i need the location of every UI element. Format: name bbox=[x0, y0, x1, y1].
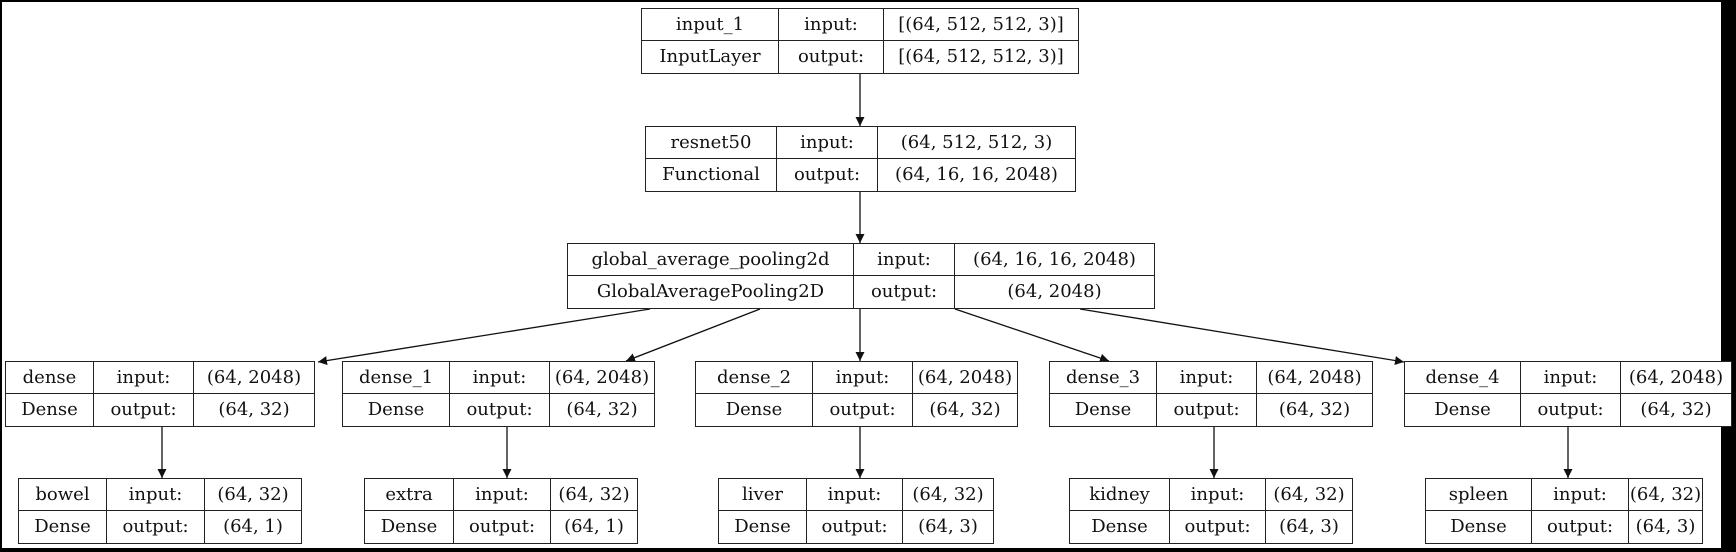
input-shape: (64, 512, 512, 3) bbox=[878, 127, 1075, 159]
output-shape: (64, 16, 16, 2048) bbox=[895, 164, 1058, 185]
output-label: output: bbox=[777, 159, 878, 191]
output-shape: (64, 3) bbox=[1635, 516, 1696, 537]
input-shape: (64, 32) bbox=[205, 479, 301, 511]
layer-name: dense_1 bbox=[343, 362, 450, 394]
input-shape: (64, 16, 16, 2048) bbox=[955, 244, 1154, 276]
output-shape: (64, 3) bbox=[1279, 516, 1339, 537]
layer-name: dense_2 bbox=[696, 362, 813, 394]
input-label: input: bbox=[779, 9, 884, 41]
output-label: output: bbox=[1170, 511, 1266, 543]
output-shape: (64, 32) bbox=[218, 399, 290, 420]
layer-type: Dense bbox=[19, 511, 107, 543]
layer-type: Dense bbox=[696, 394, 813, 426]
layer-name: dense_4 bbox=[1405, 362, 1521, 394]
layer-name: bowel bbox=[19, 479, 107, 511]
output-shape: (64, 3) bbox=[918, 516, 978, 537]
layer-name: resnet50 bbox=[646, 127, 777, 159]
output-shape: (64, 32) bbox=[1640, 399, 1712, 420]
input-shape: (64, 32) bbox=[1629, 479, 1702, 511]
layer-name: dense_3 bbox=[1050, 362, 1157, 394]
edge-gap-to-dense bbox=[317, 308, 651, 366]
input-label: input: bbox=[807, 479, 903, 511]
input-shape: (64, 32) bbox=[551, 479, 637, 511]
layer-name: extra bbox=[365, 479, 454, 511]
input-label: input: bbox=[107, 479, 205, 511]
layer-type: Functional bbox=[646, 159, 777, 191]
input-shape: (64, 2048) bbox=[913, 362, 1017, 394]
output-label: output: bbox=[450, 394, 550, 426]
input-label: input: bbox=[454, 479, 551, 511]
input-label: input: bbox=[813, 362, 913, 394]
layer-type: GlobalAveragePooling2D bbox=[568, 276, 854, 308]
layer-type: Dense bbox=[365, 511, 454, 543]
layer-name: dense bbox=[6, 362, 94, 394]
layer-name: global_average_pooling2d bbox=[568, 244, 854, 276]
layer-name: spleen bbox=[1426, 479, 1532, 511]
output-shape: (64, 32) bbox=[1278, 399, 1351, 420]
edge-gap-to-dense-1 bbox=[625, 308, 761, 362]
output-label: output: bbox=[1532, 511, 1629, 543]
input-shape: (64, 32) bbox=[1266, 479, 1352, 511]
output-label: output: bbox=[94, 394, 194, 426]
input-shape: (64, 2048) bbox=[550, 362, 654, 394]
input-label: input: bbox=[854, 244, 955, 276]
layer-type: Dense bbox=[6, 394, 94, 426]
input-label: input: bbox=[777, 127, 878, 159]
input-label: input: bbox=[94, 362, 194, 394]
output-label: output: bbox=[854, 276, 955, 308]
layer-type: Dense bbox=[1050, 394, 1157, 426]
layer-type: Dense bbox=[1070, 511, 1170, 543]
layer-name: input_1 bbox=[642, 9, 779, 41]
output-shape: (64, 32) bbox=[566, 399, 638, 420]
layer-name: liver bbox=[719, 479, 807, 511]
output-shape: (64, 1) bbox=[223, 516, 283, 537]
edge-gap-to-dense-4 bbox=[1079, 308, 1405, 365]
input-shape: (64, 32) bbox=[903, 479, 993, 511]
layer-type: Dense bbox=[343, 394, 450, 426]
output-label: output: bbox=[807, 511, 903, 543]
output-shape: (64, 1) bbox=[564, 516, 624, 537]
edge-gap-to-dense-3 bbox=[954, 308, 1110, 363]
input-label: input: bbox=[1532, 479, 1629, 511]
output-label: output: bbox=[454, 511, 551, 543]
output-label: output: bbox=[107, 511, 205, 543]
input-shape: (64, 2048) bbox=[1257, 362, 1372, 394]
output-shape: (64, 2048) bbox=[1007, 281, 1102, 302]
layer-name: kidney bbox=[1070, 479, 1170, 511]
input-label: input: bbox=[450, 362, 550, 394]
layer-type: Dense bbox=[719, 511, 807, 543]
output-label: output: bbox=[1157, 394, 1257, 426]
layer-type: Dense bbox=[1405, 394, 1521, 426]
output-label: output: bbox=[1521, 394, 1621, 426]
output-label: output: bbox=[779, 41, 884, 73]
input-shape: (64, 2048) bbox=[194, 362, 314, 394]
output-shape: (64, 32) bbox=[929, 399, 1001, 420]
input-label: input: bbox=[1157, 362, 1257, 394]
output-shape: [(64, 512, 512, 3)] bbox=[898, 46, 1064, 67]
layer-type: Dense bbox=[1426, 511, 1532, 543]
output-label: output: bbox=[813, 394, 913, 426]
layer-type: InputLayer bbox=[642, 41, 779, 73]
input-shape: [(64, 512, 512, 3)] bbox=[884, 9, 1078, 41]
input-label: input: bbox=[1170, 479, 1266, 511]
input-shape: (64, 2048) bbox=[1621, 362, 1731, 394]
input-label: input: bbox=[1521, 362, 1621, 394]
